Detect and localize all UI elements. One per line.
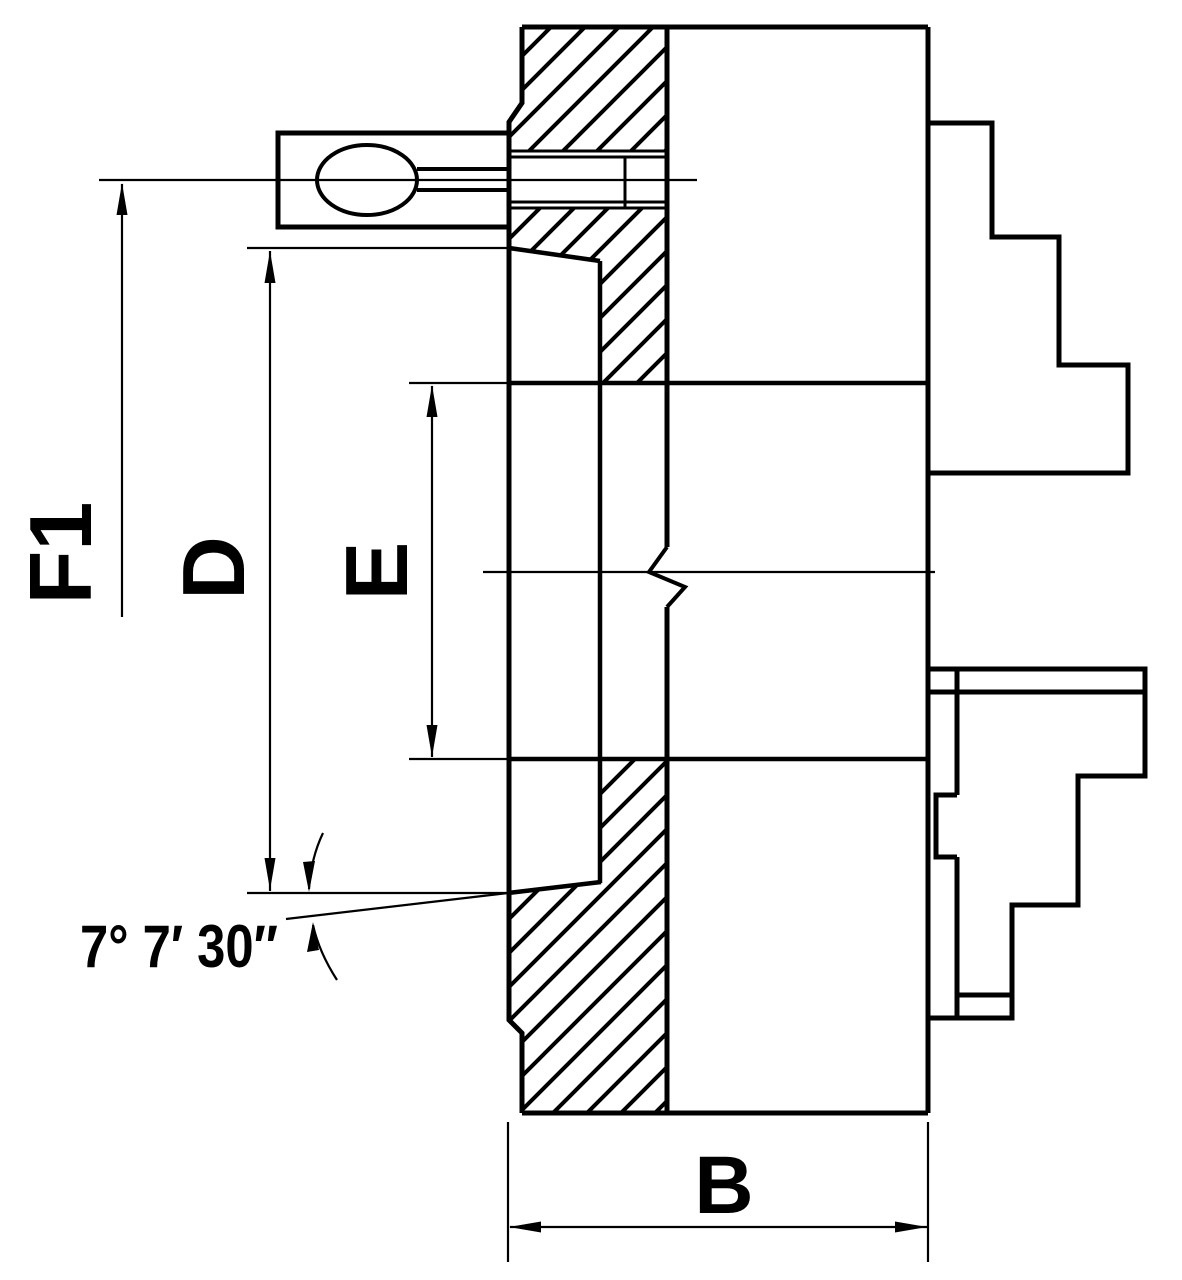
angle-arrowhead-lower xyxy=(307,922,319,952)
bottom-jaw xyxy=(928,666,1148,1021)
e-arrowhead-bottom xyxy=(426,725,438,757)
b-label: B xyxy=(694,1140,753,1231)
hatch-area-middle xyxy=(509,208,667,383)
hatch-area-bottom xyxy=(508,759,667,1113)
dimension-taper-angle: 7° 7′ 30″ xyxy=(80,832,509,981)
back-plate-section xyxy=(506,24,928,1116)
taper-face-bottom xyxy=(507,879,602,896)
taper-recess xyxy=(507,245,603,896)
d-arrowhead-bottom xyxy=(264,858,276,890)
key-slot-lines xyxy=(509,149,667,210)
bottom-jaw-outline xyxy=(928,666,1148,1021)
d-arrowhead-top xyxy=(264,251,276,283)
b-arrowhead-right xyxy=(895,1221,927,1233)
dimension-b: B xyxy=(506,1122,930,1262)
dimension-f1: F1 xyxy=(11,178,697,617)
angle-arrowhead-upper xyxy=(303,861,315,892)
dimension-e: E xyxy=(327,381,509,761)
bore-lines xyxy=(509,380,928,762)
b-arrowhead-left xyxy=(509,1221,541,1233)
break-symbol xyxy=(645,545,689,609)
e-arrowhead-top xyxy=(426,385,438,417)
dimension-d: D xyxy=(164,246,509,895)
f1-arrowhead xyxy=(116,183,128,215)
d-label: D xyxy=(164,536,263,600)
top-jaw xyxy=(928,120,1131,476)
taper-face-top xyxy=(508,245,601,264)
angle-slant-extension xyxy=(285,891,509,921)
taper-angle-label: 7° 7′ 30″ xyxy=(80,913,278,980)
f1-label: F1 xyxy=(11,502,110,605)
angle-arc-lower xyxy=(311,924,338,981)
bottom-jaw-notch xyxy=(933,792,957,860)
top-jaw-steps xyxy=(928,120,1131,476)
e-label: E xyxy=(327,542,426,601)
hatch-area-top xyxy=(509,27,667,151)
